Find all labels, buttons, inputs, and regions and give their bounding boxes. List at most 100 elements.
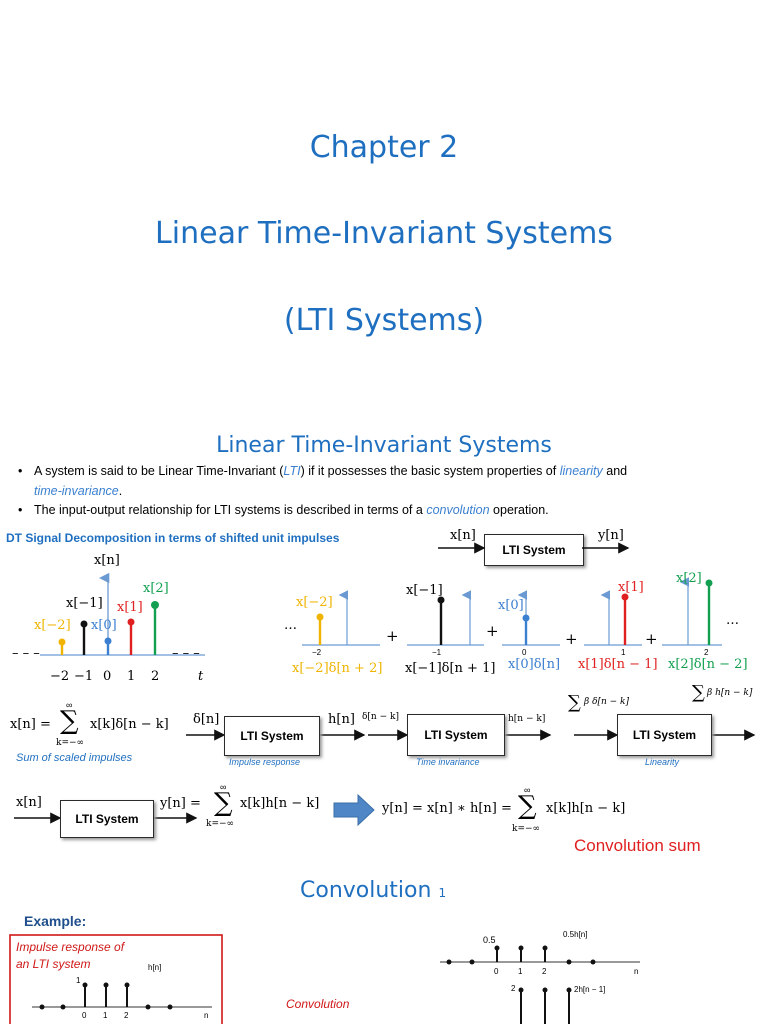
convolution-label: Convolution	[286, 997, 350, 1011]
time-invariance-caption: Time invariance	[416, 757, 480, 767]
dash-right: – – –	[172, 646, 200, 661]
bullet-convolution: •The input-output relationship for LTI s…	[18, 503, 549, 517]
lti-linearity-block: LTI System	[617, 714, 712, 756]
sum-caption: Sum of scaled impulses	[16, 752, 133, 764]
sum-beta-h: β h[n − k]	[707, 688, 753, 698]
chapter-title: Chapter 2	[309, 130, 459, 165]
impulse-response-caption: Impulse response	[229, 757, 301, 767]
term-1: x[1]δ[n − 1]	[578, 657, 658, 672]
impulse-plot-m2	[302, 590, 380, 646]
slide3-heading: Convolution 1	[300, 878, 447, 903]
tick-1: 1	[127, 669, 136, 684]
tick-small-m1: −1	[432, 648, 442, 657]
delta-n-label: δ[n]	[193, 712, 220, 727]
label-xm2-top: x[−2]	[296, 595, 333, 610]
sum-lhs: x[n] =	[10, 717, 51, 732]
lti-system-block: LTI System	[484, 534, 584, 566]
term-m2: x[−2]δ[n + 2]	[292, 661, 383, 676]
two-hn-shift-stems	[518, 987, 572, 1024]
label-x0-top: x[0]	[498, 598, 524, 613]
hn-one-label: 1	[76, 976, 81, 985]
label-x-0: x[0]	[91, 618, 117, 633]
sum-beta-delta: β δ[n − k]	[584, 697, 630, 707]
right-n-label: n	[634, 967, 639, 976]
conv-sum-symbol: ∑	[214, 788, 233, 818]
ellipsis-right: …	[726, 613, 739, 628]
slide-subtitle: (LTI Systems)	[283, 303, 485, 338]
conv-yn-eq: y[n] =	[160, 796, 201, 811]
example-box-text-2: an LTI system	[16, 957, 91, 971]
ellipsis-left: …	[284, 618, 297, 633]
impulse-plot-2	[662, 577, 722, 646]
conv-full-eq: y[n] = x[n] ∗ h[n] =	[382, 801, 512, 816]
h-n-label: h[n]	[328, 712, 355, 727]
hn-tick-2: 2	[124, 1011, 129, 1020]
tick-small-2: 2	[704, 648, 709, 657]
tick-small-0: 0	[522, 648, 527, 657]
impulse-plot-m1	[407, 590, 484, 646]
tick-small-1: 1	[621, 648, 626, 657]
h-n-k-label: h[n − k]	[508, 714, 546, 724]
slide2-heading: Linear Time-Invariant Systems	[216, 433, 552, 458]
term-2: x[2]δ[n − 2]	[668, 657, 748, 672]
impulse-plot-0	[502, 590, 560, 646]
conv2-sum-symbol: ∑	[518, 791, 537, 821]
hn-tick-0: 0	[82, 1011, 87, 1020]
tick-0: 0	[103, 669, 112, 684]
sum-beta-h-symbol: ∑	[692, 682, 705, 703]
label-xm1-top: x[−1]	[406, 583, 443, 598]
stem-plot-xn	[40, 572, 205, 656]
label-x-2: x[2]	[143, 581, 169, 596]
sum-lower: k=−∞	[56, 738, 85, 748]
tick-m2: −2	[50, 669, 70, 684]
plus-1: +	[386, 627, 399, 645]
right-tick-0: 0	[494, 967, 499, 976]
output-yn-label: y[n]	[598, 528, 624, 543]
implies-arrow-icon	[333, 793, 375, 827]
term-0: x[0]δ[n]	[508, 657, 561, 672]
two-hn-label: 2h[n − 1]	[574, 985, 606, 994]
lti-time-invariance-block: LTI System	[407, 714, 505, 756]
conv2-lower: k=−∞	[512, 824, 541, 834]
lti-impulse-block: LTI System	[224, 716, 320, 756]
example-box-text-1: Impulse response of	[16, 940, 125, 954]
hn-stem-plot	[32, 982, 212, 1010]
half-hn-stem-plot	[440, 945, 640, 965]
decomposition-heading: DT Signal Decomposition in terms of shif…	[6, 531, 340, 545]
tick-m1: −1	[74, 669, 94, 684]
lti-conv-block: LTI System	[60, 800, 154, 838]
bullet-lti-definition-cont: time-invariance.	[34, 484, 123, 498]
sum-body: x[k]δ[n − k]	[90, 717, 169, 732]
dash-left: – – –	[12, 646, 40, 661]
half-value-label: 0.5	[483, 935, 496, 945]
tick-small-m2: −2	[312, 648, 322, 657]
conv-lower: k=−∞	[206, 819, 235, 829]
label-x1-top: x[1]	[618, 580, 644, 595]
linearity-caption: Linearity	[645, 757, 680, 767]
label-x-m1: x[−1]	[66, 596, 103, 611]
two-value-label: 2	[511, 984, 516, 993]
slide-title: Linear Time-Invariant Systems	[155, 216, 613, 251]
impulse-plot-1	[584, 590, 642, 646]
conv2-upper-inf: ∞	[524, 785, 531, 795]
hn-plot-label: h[n]	[148, 963, 162, 972]
t-label: t	[198, 669, 204, 684]
conv-body: x[k]h[n − k]	[240, 796, 320, 811]
bullet-lti-definition: •A system is said to be Linear Time-Inva…	[18, 464, 628, 478]
plus-4: +	[645, 630, 658, 648]
conv-input-label: x[n]	[16, 795, 42, 810]
xn-axis-label: x[n]	[94, 553, 120, 568]
hn-tick-1: 1	[103, 1011, 108, 1020]
plus-2: +	[486, 622, 499, 640]
tick-2: 2	[151, 669, 160, 684]
half-hn-label: 0.5h[n]	[563, 930, 588, 939]
conv-upper-inf: ∞	[220, 782, 227, 792]
term-m1: x[−1]δ[n + 1]	[405, 661, 496, 676]
input-xn-label: x[n]	[450, 528, 476, 543]
label-x-m2: x[−2]	[34, 618, 71, 633]
delta-n-k-label: δ[n − k]	[362, 712, 399, 722]
example-label: Example:	[24, 913, 87, 929]
sum-beta-delta-symbol: ∑	[568, 692, 581, 713]
label-x2-top: x[2]	[676, 571, 702, 586]
